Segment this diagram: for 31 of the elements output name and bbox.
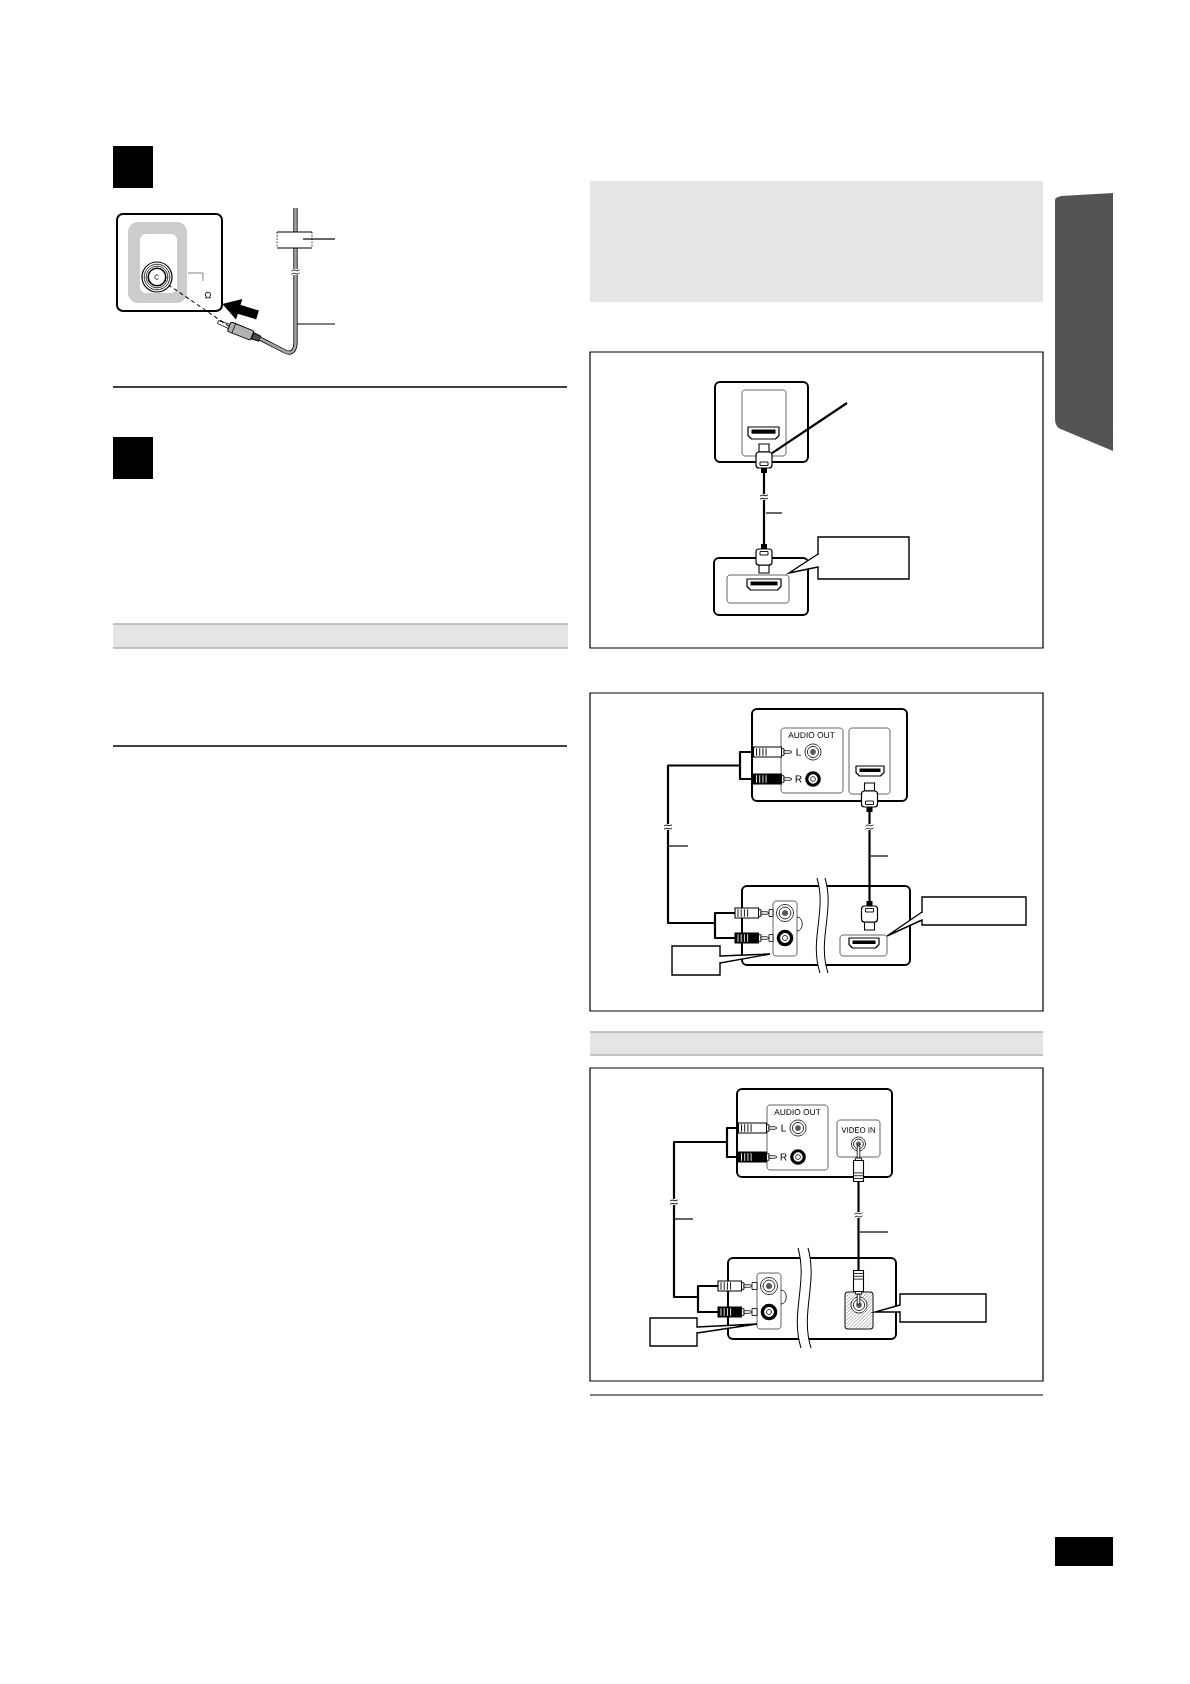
panel-label: AUDIO OUT [774,1109,821,1115]
cable-plug [752,773,793,785]
callout-box [671,945,771,976]
cable-plug [860,887,879,931]
cable-plug [717,1280,753,1292]
channel-label: L [796,748,801,756]
callout-box [869,1293,987,1323]
cable-plug [752,746,793,758]
cable-plug [860,782,879,813]
cable-plug [737,1122,778,1134]
antenna-plug [217,320,262,342]
cable-plug [734,932,770,944]
cable-plug [852,1145,865,1183]
section-tab [1055,193,1113,451]
antenna-jack [141,261,173,293]
callout-box [886,896,1027,937]
cable-plug [737,1151,778,1163]
callout-box [649,1317,758,1347]
cable-plug [717,1306,753,1318]
leader-line [771,402,848,455]
channel-label: R [780,1153,787,1161]
cable-plug [852,1259,865,1305]
channel-label: L [781,1124,786,1132]
channel-label: R [795,775,802,783]
cable-plug [755,443,773,473]
cable-plug [734,907,770,919]
panel-label: AUDIO OUT [788,732,835,738]
callout-box [785,536,910,580]
insertion-line [168,285,230,327]
unit-label: Ω [204,291,211,299]
cable-plug [755,543,773,574]
